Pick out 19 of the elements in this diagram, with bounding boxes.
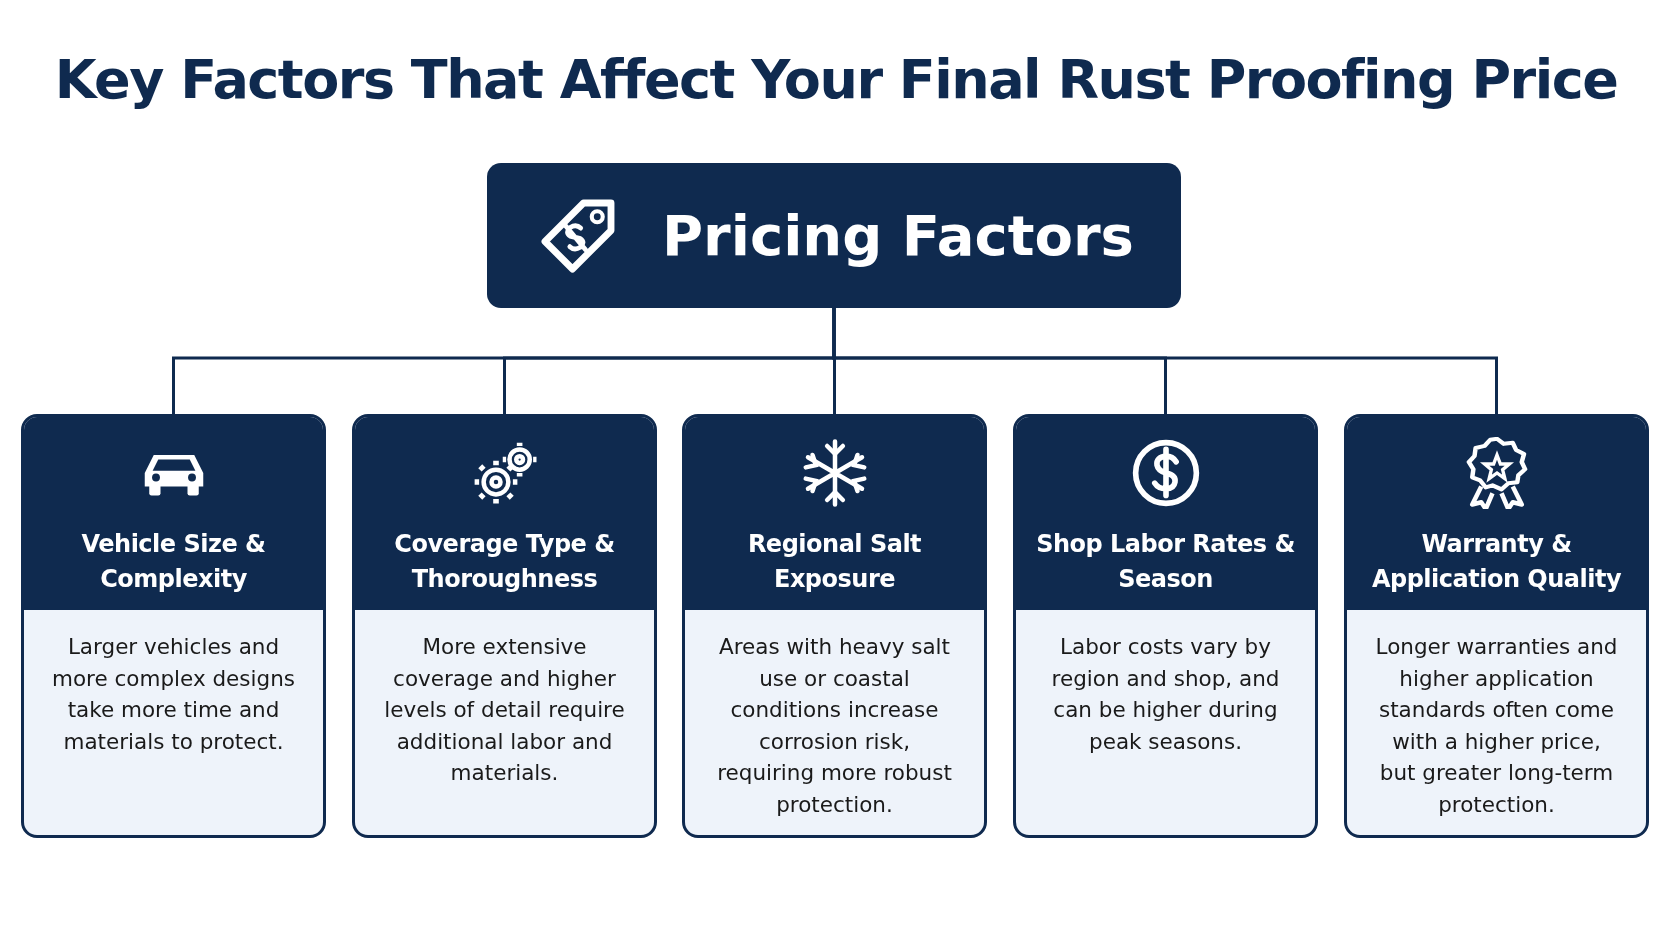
card-heading: Regional Salt Exposure	[746, 529, 923, 595]
header-box	[487, 163, 1181, 308]
card-heading: Warranty & Application Quality	[1370, 529, 1623, 595]
card-description: More extensive coverage and higher levels of detail require additional labor and materials.	[383, 633, 626, 787]
factor-card	[352, 414, 657, 838]
card-description: Labor costs vary by region and shop, and can be higher during peak seasons.	[1050, 633, 1281, 756]
card-heading: Vehicle Size & Complexity	[80, 529, 267, 595]
card-heading: Coverage Type & Thoroughness	[393, 529, 616, 595]
card-description: Longer warranties and higher application standards often come with a higher price, but greater long-term protection.	[1374, 633, 1619, 819]
factor-card	[682, 414, 987, 838]
factor-card	[1013, 414, 1318, 838]
title: Key Factors That Affect Your Final Rust Proofing Price	[53, 48, 1619, 111]
factor-card	[1344, 414, 1649, 838]
card-description: Larger vehicles and more complex designs take more time and materials to protect.	[51, 633, 296, 756]
factor-card	[21, 414, 326, 838]
header-title: Pricing Factors	[662, 203, 1134, 268]
card-heading: Shop Labor Rates & Season	[1035, 529, 1296, 595]
card-description: Areas with heavy salt use or coastal conditions increase corrosion risk, requiring more robust protection.	[716, 633, 953, 819]
connector-line	[832, 308, 1498, 414]
